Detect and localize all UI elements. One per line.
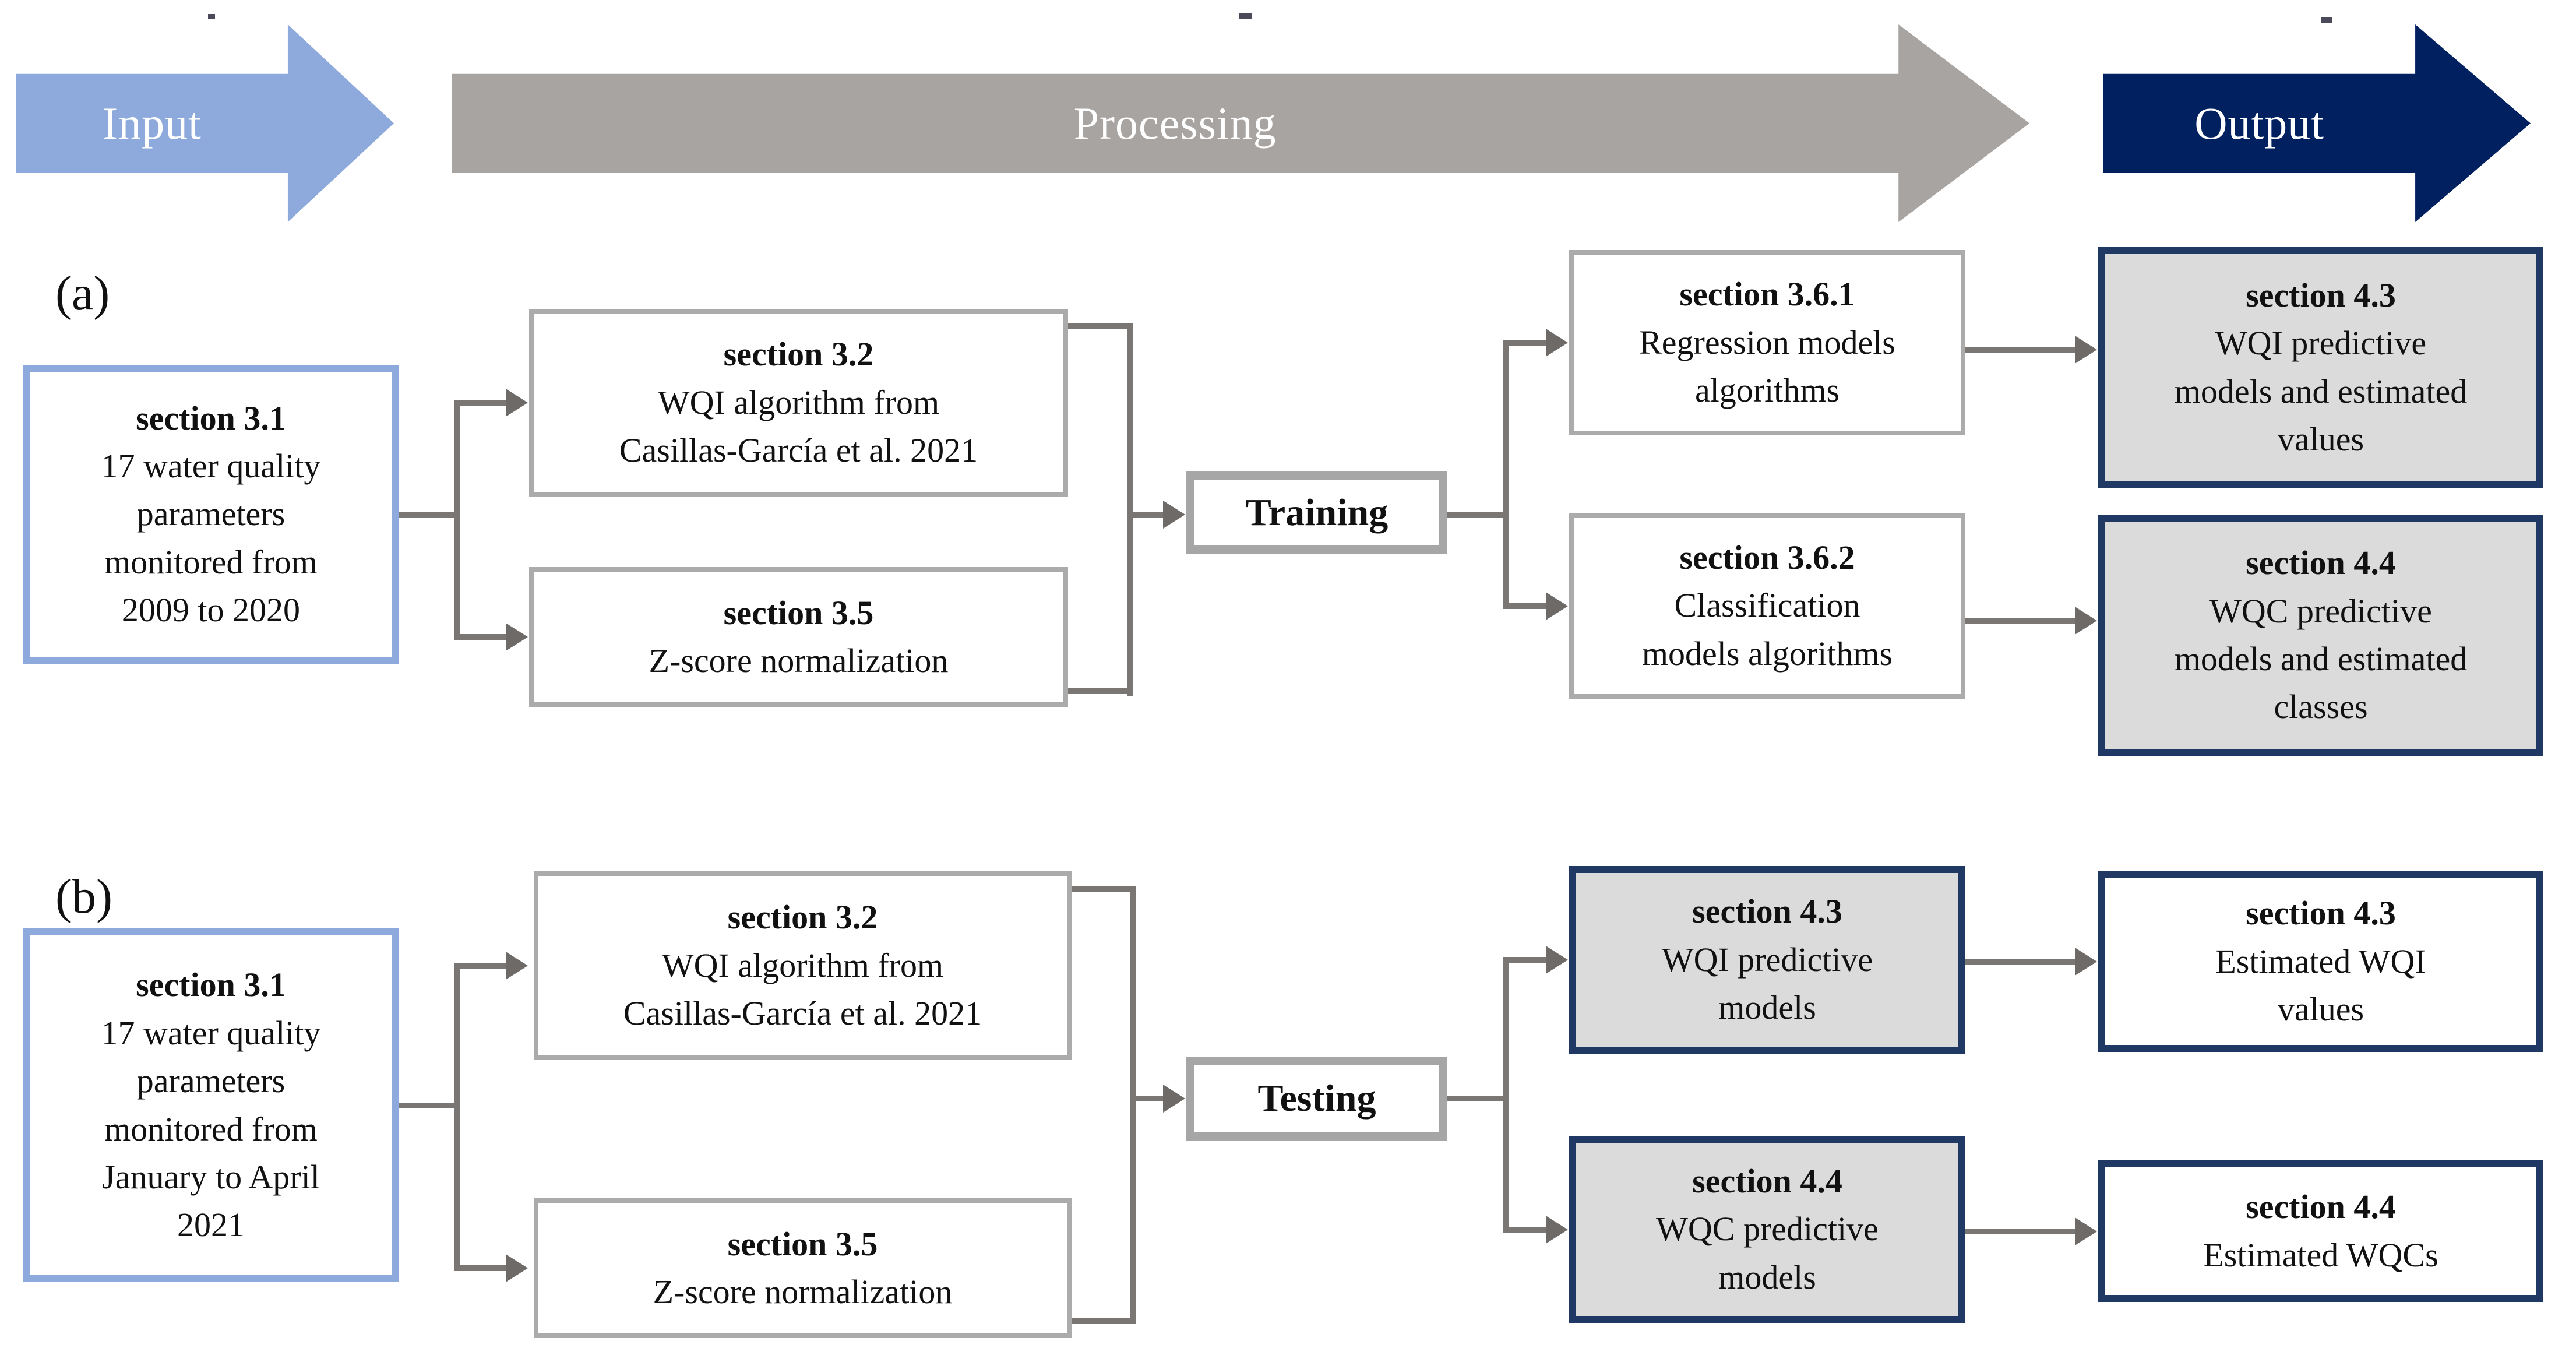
box-title: section 3.2 <box>723 335 874 374</box>
connector-arrowhead-icon <box>2075 1217 2097 1245</box>
box-body: WQI predictive models <box>1661 940 1873 1027</box>
connector-line <box>399 512 460 518</box>
connector-line <box>1133 512 1165 518</box>
connector-arrowhead-icon <box>1163 501 1185 529</box>
box-a-wqi-algorithm: section 3.2 WQI algorithm from Casillas-… <box>529 309 1068 497</box>
input-stage-label: Input <box>103 97 202 149</box>
connector-line <box>1447 1096 1509 1101</box>
crop-artifact <box>2321 17 2332 23</box>
box-a-zscore: section 3.5 Z-score normalization <box>529 567 1068 707</box>
box-title: section 4.3 <box>1692 892 1842 931</box>
box-b-input-data: section 3.1 17 water quality parameters … <box>23 928 399 1282</box>
process-label: Testing <box>1257 1077 1376 1120</box>
connector-line <box>1509 957 1548 963</box>
box-title: section 4.4 <box>1692 1162 1842 1200</box>
connector-line <box>1072 886 1133 892</box>
box-body: 17 water quality parameters monitored fr… <box>101 1013 321 1244</box>
box-body: WQC predictive models <box>1656 1210 1879 1296</box>
connector-arrowhead-icon <box>2075 948 2097 976</box>
box-title: section 4.4 <box>2246 544 2396 582</box>
connector-line <box>454 963 460 1271</box>
box-title: section 3.5 <box>727 1224 878 1263</box>
connector-arrowhead-icon <box>2075 336 2097 364</box>
box-body: WQI algorithm from Casillas-García et al… <box>619 383 978 470</box>
panel-a-label: (a) <box>55 266 110 321</box>
process-label: Training <box>1245 491 1389 534</box>
box-title: section 4.4 <box>2246 1188 2396 1226</box>
box-b-wqi-predictive-models: section 4.3 WQI predictive models <box>1569 866 1965 1054</box>
processing-stage-label: Processing <box>1073 97 1277 149</box>
connector-line <box>1965 347 2077 353</box>
box-title: section 3.6.2 <box>1679 538 1855 576</box>
connector-line <box>1068 688 1133 694</box>
box-a-wqc-output: section 4.4 WQC predictive models and es… <box>2098 515 2543 756</box>
connector-arrowhead-icon <box>1546 1216 1568 1244</box>
connector-line <box>460 1265 510 1271</box>
box-training: Training <box>1186 471 1447 554</box>
connector-line <box>460 634 510 640</box>
box-title: section 4.3 <box>2246 894 2396 932</box>
connector-line <box>1965 959 2077 965</box>
connector-line <box>1509 1227 1548 1233</box>
box-title: section 3.5 <box>723 593 874 632</box>
box-body: Estimated WQCs <box>2203 1236 2438 1274</box>
box-a-regression-models: section 3.6.1 Regression models algorith… <box>1569 250 1965 435</box>
connector-line <box>1965 618 2077 624</box>
box-b-wqi-algorithm: section 3.2 WQI algorithm from Casillas-… <box>534 871 1072 1060</box>
box-body: WQI predictive models and estimated valu… <box>2174 324 2468 458</box>
box-body: Regression models algorithms <box>1639 323 1895 410</box>
box-a-classification-models: section 3.6.2 Classification models algo… <box>1569 513 1965 699</box>
box-body: Classification models algorithms <box>1641 586 1893 673</box>
box-title: section 3.2 <box>727 898 878 937</box>
box-b-estimated-wqi-values: section 4.3 Estimated WQI values <box>2098 871 2543 1052</box>
box-b-estimated-wqcs: section 4.4 Estimated WQCs <box>2098 1160 2543 1302</box>
connector-arrowhead-icon <box>506 1254 528 1282</box>
connector-line <box>1447 512 1509 518</box>
connector-arrowhead-icon <box>1546 946 1568 974</box>
connector-line <box>1068 323 1133 329</box>
box-body: 17 water quality parameters monitored fr… <box>101 446 321 629</box>
connector-line <box>460 400 510 406</box>
box-title: section 3.1 <box>136 399 286 437</box>
connector-arrowhead-icon <box>2075 607 2097 635</box>
box-b-wqc-predictive-models: section 4.4 WQC predictive models <box>1569 1136 1965 1323</box>
connector-line <box>399 1103 460 1108</box>
box-title: section 3.1 <box>136 966 286 1004</box>
connector-line <box>1133 1096 1165 1101</box>
panel-b-label: (b) <box>55 870 112 924</box>
box-a-input-data: section 3.1 17 water quality parameters … <box>23 365 399 664</box>
box-body: Z-score normalization <box>653 1273 953 1311</box>
connector-arrowhead-icon <box>1546 329 1568 357</box>
connector-line <box>1503 340 1509 609</box>
crop-artifact <box>208 14 215 19</box>
connector-line <box>1503 957 1509 1233</box>
connector-arrowhead-icon <box>1546 592 1568 620</box>
connector-line <box>1509 340 1548 346</box>
box-body: Estimated WQI values <box>2215 942 2426 1029</box>
output-stage-label: Output <box>2194 97 2324 149</box>
box-a-wqi-output: section 4.3 WQI predictive models and es… <box>2098 247 2543 488</box>
input-stage-arrow: Input <box>16 24 394 222</box>
connector-line <box>1965 1229 2077 1234</box>
connector-arrowhead-icon <box>506 623 528 651</box>
box-b-zscore: section 3.5 Z-score normalization <box>534 1198 1072 1338</box>
connector-arrowhead-icon <box>506 389 528 417</box>
connector-line <box>1130 886 1136 1324</box>
processing-stage-arrow: Processing <box>452 24 2029 222</box>
connector-line <box>1509 603 1548 609</box>
box-body: Z-score normalization <box>649 642 949 680</box>
connector-line <box>460 963 510 969</box>
connector-line <box>1072 1318 1133 1324</box>
box-body: WQC predictive models and estimated clas… <box>2174 592 2468 726</box>
connector-line <box>454 400 460 640</box>
box-body: WQI algorithm from Casillas-García et al… <box>623 946 982 1033</box>
box-title: section 4.3 <box>2246 276 2396 314</box>
output-stage-arrow: Output <box>2103 24 2531 222</box>
crop-artifact <box>1239 13 1252 19</box>
box-testing: Testing <box>1186 1057 1447 1141</box>
box-title: section 3.6.1 <box>1679 275 1855 314</box>
connector-arrowhead-icon <box>1163 1085 1185 1113</box>
connector-line <box>1127 323 1133 696</box>
connector-arrowhead-icon <box>506 952 528 980</box>
